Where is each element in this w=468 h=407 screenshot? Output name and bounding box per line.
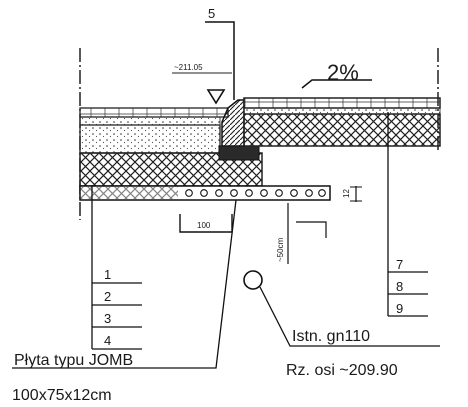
concrete-base-layer	[79, 124, 221, 154]
leader-5	[205, 21, 235, 100]
sand-bed-layer	[79, 116, 221, 126]
dim-width-line	[179, 214, 233, 233]
dim-slab-label: 12	[342, 189, 351, 198]
slab-size-label: 100x75x12cm	[12, 387, 112, 404]
callout-4-label: 4	[104, 333, 111, 348]
slab-type-label: Płyta typu JOMB	[14, 352, 133, 369]
pipe-leader	[259, 286, 440, 347]
road-surface-layer	[243, 97, 441, 109]
slab-holes	[185, 189, 326, 197]
callout-2-label: 2	[104, 289, 111, 304]
curb-footing	[218, 145, 260, 161]
pipe-elevation-label: Rz. osi ~209.90	[286, 362, 398, 379]
slab-hatch-left	[80, 187, 178, 199]
callout-3-label: 3	[104, 311, 111, 326]
callout-1-label: 1	[104, 267, 111, 282]
road-base-layer	[243, 107, 441, 115]
callout-7-label: 7	[396, 257, 403, 272]
paving-layer	[79, 107, 229, 118]
dim-depth-bracket	[296, 221, 327, 238]
elevation-marker	[206, 89, 226, 105]
slab-leader	[12, 199, 237, 369]
dim-depth-label: ~50cm	[276, 237, 285, 262]
dim-width-label: 100	[197, 221, 211, 230]
slope-label: 2%	[327, 60, 359, 85]
callout-5-label: 5	[208, 6, 215, 21]
elevation-top-label: ~211.05	[174, 63, 203, 72]
callout-8-label: 8	[396, 279, 403, 294]
pipe-label: Istn. gn110	[292, 328, 370, 345]
slope-arrow	[301, 79, 372, 89]
road-subbase-layer	[243, 113, 441, 147]
existing-pipe	[243, 270, 263, 290]
callout-9-label: 9	[396, 301, 403, 316]
curb	[221, 99, 245, 147]
